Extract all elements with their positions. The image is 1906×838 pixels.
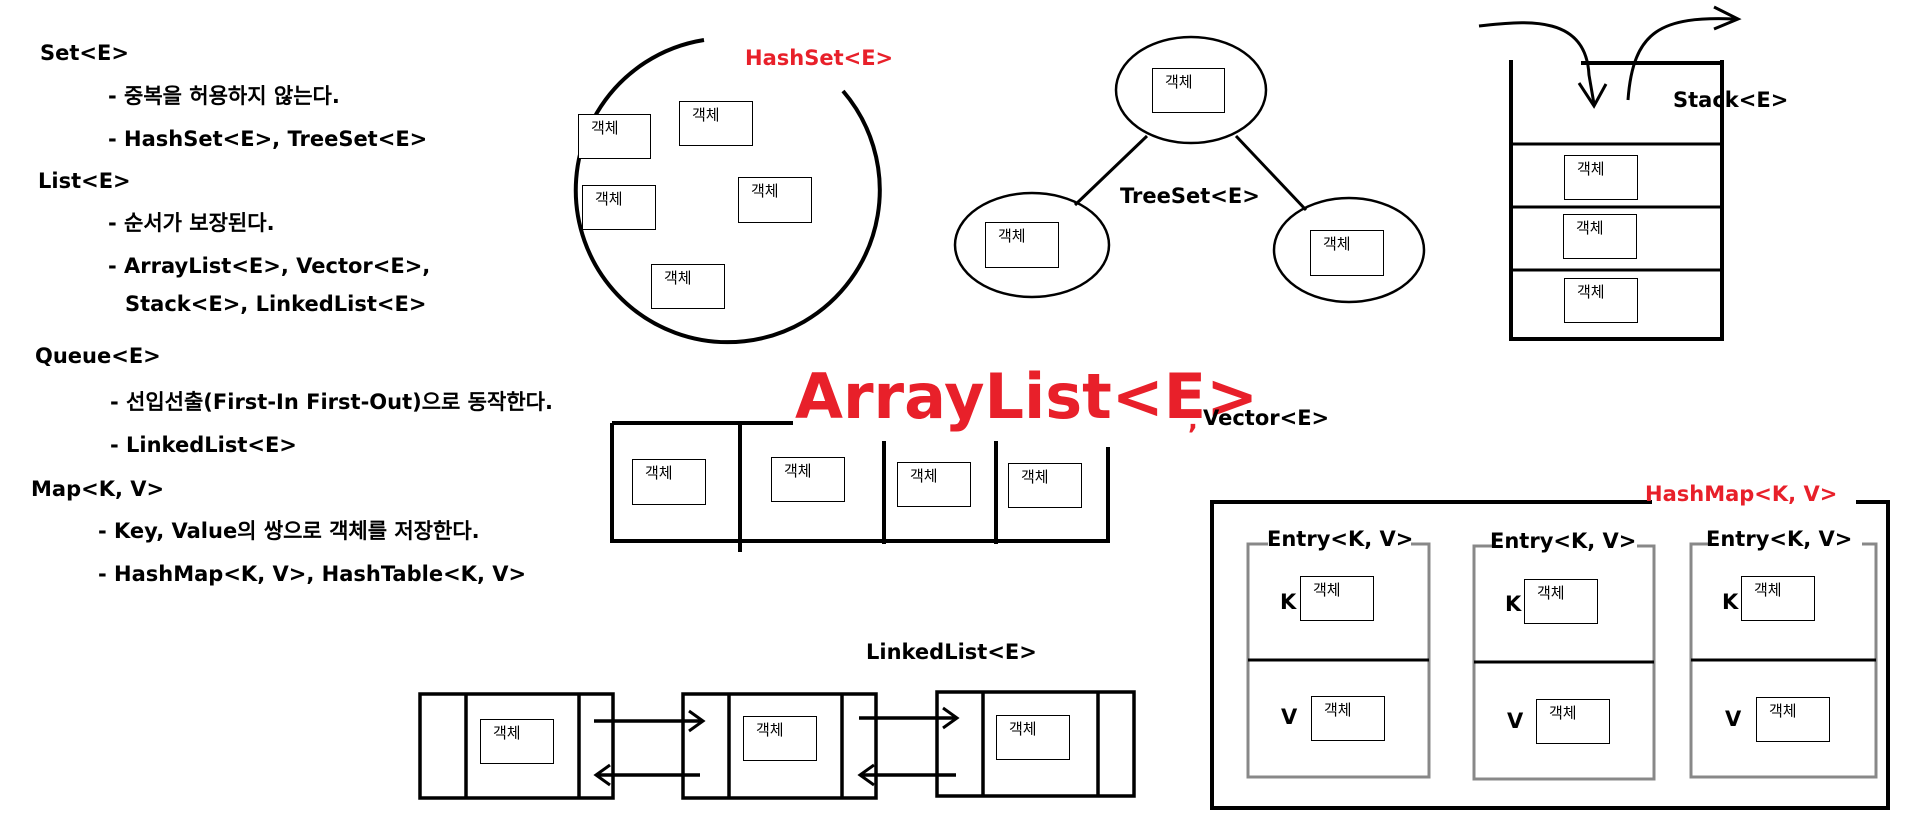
hashset-object-3: 객체 bbox=[582, 185, 656, 230]
hashset-circle bbox=[573, 38, 882, 345]
treeset-object-root: 객체 bbox=[1152, 68, 1225, 113]
treeset-root-node bbox=[1114, 35, 1268, 145]
list-line-2: - ArrayList<E>, Vector<E>, bbox=[108, 254, 431, 278]
arraylist-object-3: 객체 bbox=[897, 462, 971, 507]
stack-pop-arrowhead bbox=[1713, 5, 1742, 31]
map-line-1: - Key, Value의 쌍으로 객체를 저장한다. bbox=[98, 519, 480, 543]
set-line-2: - HashSet<E>, TreeSet<E> bbox=[108, 127, 428, 151]
entry-3-key-label: K bbox=[1722, 590, 1739, 614]
entry-3-value-label: V bbox=[1725, 707, 1742, 731]
list-heading: List<E> bbox=[38, 169, 131, 193]
entry-1-title: Entry<K, V> bbox=[1267, 527, 1414, 551]
entry-1-key-label: K bbox=[1280, 590, 1297, 614]
stack-object-3: 객체 bbox=[1564, 278, 1638, 323]
entry-2-title: Entry<K, V> bbox=[1490, 529, 1637, 553]
treeset-title: TreeSet<E> bbox=[1120, 184, 1260, 208]
entry-2-value-object: 객체 bbox=[1536, 699, 1610, 744]
stack-container bbox=[1509, 60, 1724, 341]
arraylist-comma: , bbox=[1188, 406, 1198, 436]
stack-object-2: 객체 bbox=[1563, 214, 1637, 259]
linkedlist-next-arrowhead-1 bbox=[688, 709, 706, 733]
entry-2-value-label: V bbox=[1507, 709, 1524, 733]
arraylist-title: ArrayList<E> bbox=[795, 360, 1259, 433]
entry-2-key-label: K bbox=[1505, 592, 1522, 616]
linkedlist-object-1: 객체 bbox=[480, 719, 554, 764]
set-heading: Set<E> bbox=[40, 41, 129, 65]
linkedlist-prev-arrowhead-2 bbox=[857, 763, 875, 787]
treeset-object-right: 객체 bbox=[1310, 230, 1384, 276]
queue-line-2: - LinkedList<E> bbox=[110, 433, 297, 457]
treeset-object-left: 객체 bbox=[985, 222, 1059, 268]
stack-title: Stack<E> bbox=[1673, 88, 1789, 112]
hashset-object-2: 객체 bbox=[679, 101, 753, 146]
entry-1-value-label: V bbox=[1281, 705, 1298, 729]
linkedlist-node-1 bbox=[418, 692, 615, 800]
entry-box-3 bbox=[1689, 542, 1878, 779]
linkedlist-next-arrowhead-2 bbox=[942, 706, 960, 730]
entry-3-title: Entry<K, V> bbox=[1706, 527, 1853, 551]
linkedlist-node-3 bbox=[935, 690, 1136, 798]
linkedlist-object-3: 객체 bbox=[996, 715, 1070, 760]
map-line-2: - HashMap<K, V>, HashTable<K, V> bbox=[98, 562, 527, 586]
hashset-object-1: 객체 bbox=[578, 114, 651, 159]
stack-push-arrowhead bbox=[1577, 82, 1608, 109]
entry-3-value-object: 객체 bbox=[1756, 697, 1830, 742]
hashset-object-5: 객체 bbox=[651, 264, 725, 309]
treeset-right-node bbox=[1272, 196, 1426, 304]
stack-object-1: 객체 bbox=[1564, 155, 1638, 200]
arraylist-object-4: 객체 bbox=[1008, 463, 1082, 508]
linkedlist-node-2 bbox=[681, 692, 878, 800]
entry-1-key-object: 객체 bbox=[1300, 576, 1374, 621]
linkedlist-object-2: 객체 bbox=[743, 716, 817, 761]
queue-heading: Queue<E> bbox=[35, 344, 161, 368]
stack-push-arrow bbox=[1478, 21, 1596, 105]
queue-line-1: - 선입선출(First-In First-Out)으로 동작한다. bbox=[110, 390, 553, 414]
map-heading: Map<K, V> bbox=[31, 477, 165, 501]
stack-pop-arrow bbox=[1626, 17, 1736, 101]
hashmap-title: HashMap<K, V> bbox=[1645, 482, 1838, 506]
arraylist-object-2: 객체 bbox=[771, 457, 845, 502]
hashset-title: HashSet<E> bbox=[745, 46, 894, 70]
set-line-1: - 중복을 허용하지 않는다. bbox=[108, 84, 340, 108]
entry-box-1 bbox=[1246, 542, 1431, 779]
hashmap-container bbox=[1210, 500, 1890, 810]
treeset-edge-left bbox=[1073, 134, 1149, 207]
arraylist-object-1: 객체 bbox=[632, 459, 706, 505]
arraylist-container bbox=[610, 423, 1110, 543]
entry-box-2 bbox=[1472, 544, 1656, 781]
treeset-edge-right bbox=[1234, 134, 1308, 212]
hashset-object-4: 객체 bbox=[738, 177, 812, 223]
entry-3-key-object: 객체 bbox=[1741, 576, 1815, 621]
list-line-3: Stack<E>, LinkedList<E> bbox=[125, 292, 427, 316]
entry-1-value-object: 객체 bbox=[1311, 696, 1385, 741]
arraylist-subtitle: Vector<E> bbox=[1203, 406, 1330, 430]
list-line-1: - 순서가 보장된다. bbox=[108, 211, 275, 235]
linkedlist-title: LinkedList<E> bbox=[866, 640, 1037, 664]
treeset-left-node bbox=[953, 191, 1111, 299]
entry-2-key-object: 객체 bbox=[1524, 579, 1598, 624]
linkedlist-prev-arrowhead-1 bbox=[593, 763, 611, 787]
